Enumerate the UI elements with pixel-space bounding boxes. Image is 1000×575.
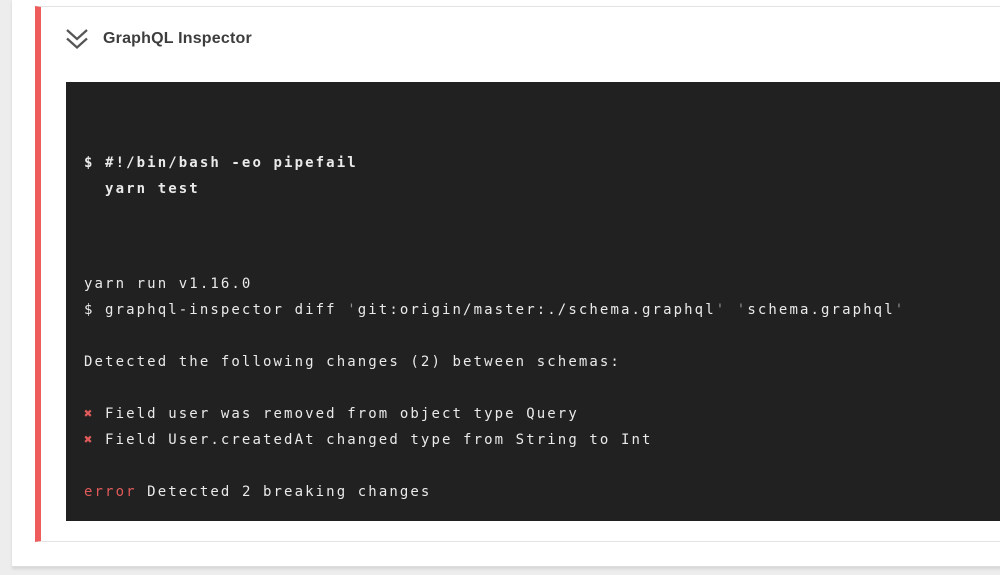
step-card-graphql-inspector: GraphQL Inspector $ #!/bin/bash -eo pipe… [35, 6, 1000, 542]
step-header[interactable]: GraphQL Inspector [41, 7, 1000, 82]
terminal-line: Detected the following changes (2) betwe… [84, 354, 621, 370]
terminal-output-block: yarn run v1.16.0 $ graphql-inspector diff… [84, 271, 1000, 521]
terminal-line: ✖ Field User.createdAt changed type from… [84, 432, 653, 448]
chevron-double-down-icon[interactable] [63, 27, 91, 50]
terminal-line: $ graphql-inspector diff 'git:origin/mas… [84, 302, 906, 318]
step-title: GraphQL Inspector [103, 29, 252, 47]
terminal-line [84, 453, 1000, 479]
terminal-line: ✖ Field user was removed from object typ… [84, 406, 579, 422]
terminal-output: $ #!/bin/bash -eo pipefail yarn test yar… [66, 82, 1000, 521]
build-output-panel: GraphQL Inspector $ #!/bin/bash -eo pipe… [12, 0, 1000, 567]
terminal-line: $ #!/bin/bash -eo pipefail [84, 155, 358, 171]
terminal-line [84, 375, 1000, 401]
terminal-line [84, 323, 1000, 349]
terminal-line: yarn test [84, 181, 200, 197]
terminal-line: yarn run v1.16.0 [84, 276, 253, 292]
terminal-line [84, 505, 1000, 521]
terminal-command-block: $ #!/bin/bash -eo pipefail yarn test [84, 150, 1000, 202]
terminal-line: error Detected 2 breaking changes [84, 484, 432, 500]
